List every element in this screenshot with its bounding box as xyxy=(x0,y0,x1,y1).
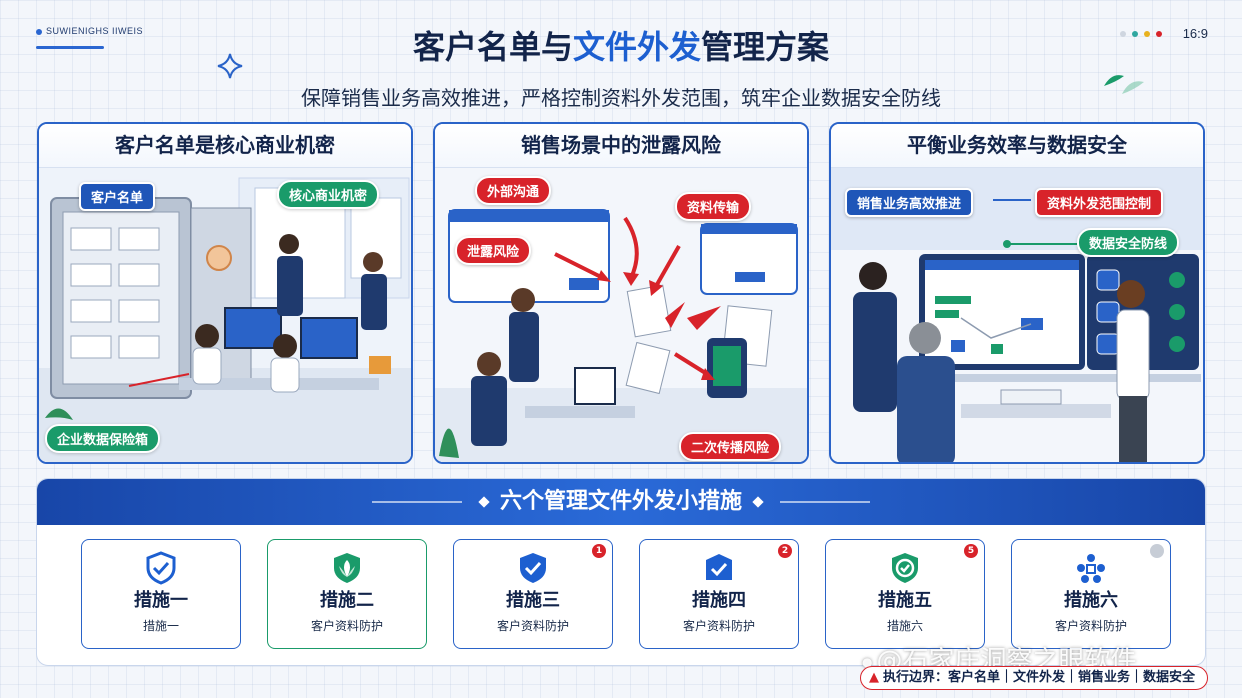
panel-title: 客户名单是核心商业机密 xyxy=(39,124,411,168)
measure-badge xyxy=(1150,544,1164,558)
sparkle-icon xyxy=(217,53,243,79)
inbox-check-icon xyxy=(706,554,732,580)
panel-balance: 平衡业务效率与数据安全 xyxy=(829,122,1205,464)
external-communication-tag: 外部沟通 xyxy=(475,176,552,205)
efficiency-tag: 销售业务高效推进 xyxy=(845,188,974,217)
measure-subtitle: 措施一 xyxy=(142,619,179,633)
measures-title: 六个管理文件外发小措施 xyxy=(499,489,742,514)
leak-risk-tag: 泄露风险 xyxy=(455,236,532,265)
data-transfer-tag: 资料传输 xyxy=(675,192,752,221)
measure-badge: 1 xyxy=(592,544,606,558)
core-secret-tag: 核心商业机密 xyxy=(277,180,380,209)
warning-icon: ▲ xyxy=(868,670,879,685)
leak-risk-illustration: 外部沟通 资料传输 泄露风险 二次传播风险 xyxy=(435,168,807,462)
measure-card-4[interactable]: 2 措施四 客户资料防护 xyxy=(639,539,799,649)
shield-check-icon xyxy=(520,553,546,583)
leaf-shield-icon xyxy=(334,553,360,583)
measure-subtitle: 客户资料防护 xyxy=(496,619,569,633)
measure-card-2[interactable]: 措施二 客户资料防护 xyxy=(267,539,427,649)
customer-list-tag: 客户名单 xyxy=(79,182,156,211)
page-subtitle: 保障销售业务高效推进，严格控制资料外发范围，筑牢企业数据安全防线 xyxy=(301,86,941,110)
measure-badge: 2 xyxy=(778,544,792,558)
measure-cards: 措施一 措施一 措施二 客户资料防护 1 措施三 客户资料防护 2 措施四 客户… xyxy=(81,539,1171,649)
page-title: 客户名单与文件外发管理方案 xyxy=(412,28,830,66)
data-vault-tag: 企业数据保险箱 xyxy=(45,424,161,453)
measure-title: 措施三 xyxy=(506,590,560,611)
weibo-logo-icon: ● xyxy=(862,654,873,669)
measure-title: 措施五 xyxy=(878,590,932,611)
measure-title: 措施六 xyxy=(1064,590,1118,611)
measure-subtitle: 客户资料防护 xyxy=(310,619,383,633)
dashboard-meeting-illustration: 销售业务高效推进 资料外发范围控制 数据安全防线 xyxy=(831,168,1203,462)
measure-title: 措施二 xyxy=(320,590,374,611)
measure-subtitle: 措施六 xyxy=(886,619,923,633)
measures-section: 六个管理文件外发小措施 措施一 措施一 措施二 客户资料防护 1 措施三 客户资… xyxy=(36,478,1206,666)
color-dots xyxy=(1120,31,1162,37)
measures-header: 六个管理文件外发小措施 xyxy=(37,479,1205,525)
scope-control-tag: 资料外发范围控制 xyxy=(1035,188,1164,217)
panel-leak-risk: 销售场景中的泄露风险 xyxy=(433,122,809,464)
brand-underline xyxy=(36,46,104,49)
measure-title: 措施一 xyxy=(134,590,188,611)
panel-title: 平衡业务效率与数据安全 xyxy=(831,124,1203,168)
panel-title: 销售场景中的泄露风险 xyxy=(435,124,807,168)
measure-subtitle: 客户资料防护 xyxy=(1054,619,1127,633)
shield-check-green-icon xyxy=(892,553,918,583)
security-defense-tag: 数据安全防线 xyxy=(1077,228,1180,257)
secondary-spread-tag: 二次传播风险 xyxy=(679,432,782,461)
people-network-icon xyxy=(1077,554,1105,583)
brand-label: SUWIENIGHS IIWEIS xyxy=(36,26,143,36)
aspect-ratio-label: 16:9 xyxy=(1182,26,1208,41)
measure-badge: 5 xyxy=(964,544,978,558)
measure-card-6[interactable]: 措施六 客户资料防护 xyxy=(1011,539,1171,649)
office-vault-illustration: 客户名单 核心商业机密 企业数据保险箱 xyxy=(39,168,411,462)
panel-core-secret: 客户名单是核心商业机密 xyxy=(37,122,413,464)
measure-subtitle: 客户资料防护 xyxy=(682,619,755,633)
shield-icon xyxy=(146,551,176,585)
execution-boundary-badge: ▲执行边界：客户名单｜文件外发｜销售业务｜数据安全 xyxy=(859,666,1208,690)
measure-card-3[interactable]: 1 措施三 客户资料防护 xyxy=(453,539,613,649)
measure-title: 措施四 xyxy=(692,590,746,611)
measure-card-1[interactable]: 措施一 措施一 xyxy=(81,539,241,649)
measure-card-5[interactable]: 5 措施五 措施六 xyxy=(825,539,985,649)
leaf-decoration-icon xyxy=(1104,75,1144,94)
